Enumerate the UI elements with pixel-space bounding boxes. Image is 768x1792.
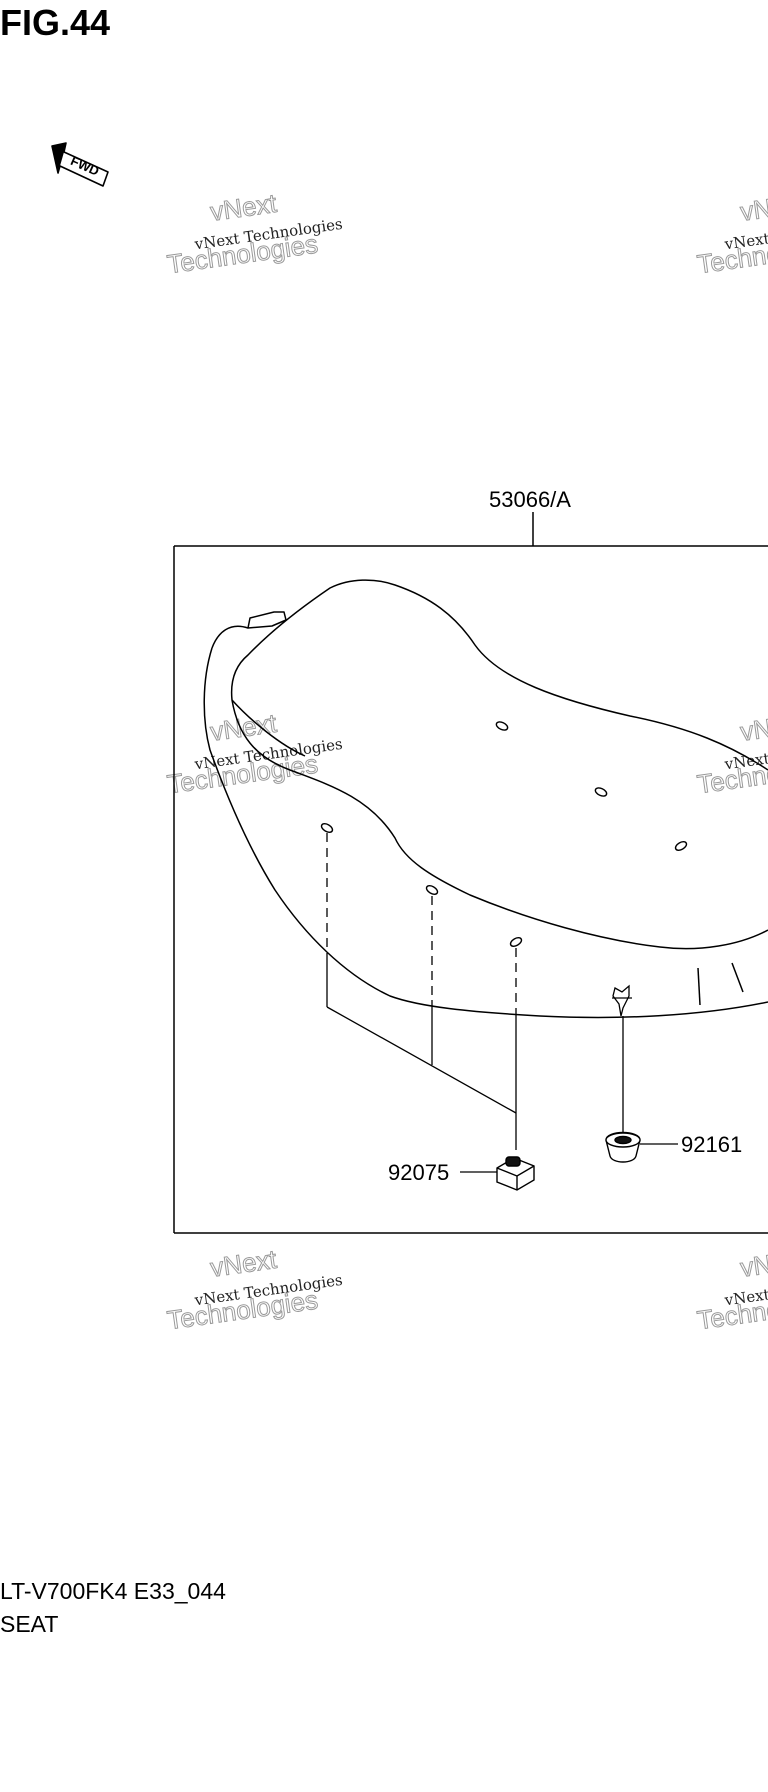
- watermark-middle-right: vNext Technologies vNext Technologies: [695, 707, 768, 800]
- forward-arrow-icon: FWD: [51, 142, 109, 187]
- svg-text:vNext: vNext: [208, 1244, 279, 1283]
- model-code: LT-V700FK4 E33_044: [0, 1578, 226, 1604]
- part-label-seat-assembly: 53066/A: [489, 487, 571, 512]
- watermark-top-right: vNext Technologies vNext Technologies: [695, 187, 768, 280]
- watermark-bottom-left: vNext Technologies vNext Technologies: [165, 1243, 344, 1336]
- seat-drawing: [203, 579, 768, 1019]
- cushion-part: [496, 1156, 535, 1191]
- svg-text:vNext: vNext: [208, 188, 279, 227]
- part-label-cushion: 92075: [388, 1160, 449, 1185]
- svg-text:vNext: vNext: [738, 188, 768, 227]
- assembly-frame: [173, 512, 768, 1234]
- figure-title: FIG.44: [0, 2, 111, 43]
- part-label-grommet: 92161: [681, 1132, 742, 1157]
- grommet-part: [605, 1131, 641, 1163]
- watermark-top-left: vNext Technologies vNext Technologies: [165, 187, 344, 280]
- seat-hook: [612, 984, 632, 1017]
- svg-text:vNext: vNext: [208, 708, 279, 747]
- section-name: SEAT: [0, 1611, 59, 1637]
- svg-text:vNext: vNext: [738, 708, 768, 747]
- assembly-dashed-lines: [326, 833, 517, 1015]
- seat-mount-holes: [320, 721, 688, 947]
- cushion-leader-lines: [326, 960, 517, 1150]
- svg-text:vNext: vNext: [738, 1244, 768, 1283]
- watermark-bottom-right: vNext Technologies vNext Technologies: [695, 1243, 768, 1336]
- watermark-middle-left: vNext Technologies vNext Technologies: [165, 707, 344, 800]
